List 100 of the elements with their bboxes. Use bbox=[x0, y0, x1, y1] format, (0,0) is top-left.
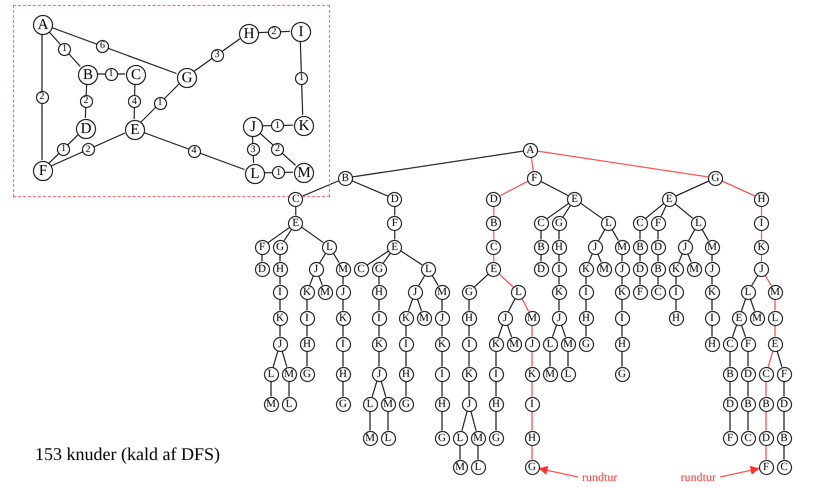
tree-vertex: J bbox=[408, 284, 422, 300]
connector-line bbox=[732, 324, 738, 338]
tree-vertex: H bbox=[578, 310, 594, 326]
tree-vertex: C bbox=[534, 216, 548, 230]
connector-line bbox=[306, 351, 308, 367]
connector-line bbox=[506, 324, 512, 338]
tree-vertex: L bbox=[560, 366, 576, 382]
tree-vertex: M bbox=[416, 310, 432, 326]
tree-vertex: D bbox=[254, 262, 270, 276]
connector-line bbox=[740, 298, 746, 312]
connector-line bbox=[84, 84, 88, 118]
connector-line bbox=[540, 230, 542, 240]
connector-line bbox=[418, 274, 426, 286]
connector-line bbox=[270, 381, 272, 397]
connector-line bbox=[688, 229, 696, 241]
weight-label: 2 bbox=[80, 94, 92, 108]
connector-line bbox=[342, 381, 344, 397]
connector-line bbox=[382, 252, 391, 264]
connector-line bbox=[380, 380, 386, 398]
tree-vertex: L bbox=[601, 216, 616, 230]
graph-vertex: D bbox=[76, 119, 96, 139]
tree-vertex: J bbox=[524, 336, 540, 352]
tree-vertex: J bbox=[552, 310, 566, 326]
tree-vertex: K bbox=[488, 336, 504, 352]
tree-vertex: D bbox=[650, 240, 666, 254]
tree-vertex: H bbox=[488, 396, 504, 412]
tree-vertex: H bbox=[434, 396, 450, 412]
connector-line bbox=[342, 276, 344, 285]
tree-vertex: M bbox=[542, 366, 558, 382]
tree-vertex: M bbox=[318, 284, 332, 300]
tree-vertex: I bbox=[398, 336, 414, 352]
tree-vertex: B bbox=[740, 396, 756, 412]
tree-vertex: H bbox=[614, 336, 630, 352]
weight-label: 1 bbox=[58, 42, 71, 56]
graph-vertex: H bbox=[239, 24, 259, 44]
tree-vertex: C bbox=[722, 336, 738, 352]
connector-line bbox=[761, 254, 762, 262]
connector-line bbox=[774, 325, 776, 337]
tree-vertex: H bbox=[272, 262, 288, 276]
tree-vertex: G bbox=[336, 396, 350, 412]
connector-line bbox=[761, 206, 762, 216]
tree-vertex: M bbox=[750, 310, 764, 326]
tree-vertex: I bbox=[704, 310, 720, 326]
connector-line bbox=[264, 172, 294, 174]
tree-vertex: F bbox=[758, 460, 774, 474]
graph-vertex: A bbox=[33, 15, 53, 35]
connector-line bbox=[352, 150, 524, 178]
graph-vertex: M bbox=[294, 163, 314, 183]
tree-vertex: B bbox=[758, 396, 774, 412]
connector-line bbox=[258, 30, 290, 34]
weight-label: 4 bbox=[128, 95, 141, 108]
connector-line bbox=[750, 298, 756, 312]
tree-vertex: H bbox=[552, 240, 566, 254]
connector-line bbox=[408, 298, 414, 312]
connector-line bbox=[498, 274, 514, 288]
callout-text: rundtur bbox=[582, 471, 618, 483]
tree-vertex: H bbox=[462, 310, 476, 326]
tree-vertex: I bbox=[578, 284, 594, 300]
tree-vertex: I bbox=[462, 336, 476, 352]
connector-line bbox=[702, 229, 709, 241]
tree-vertex: I bbox=[336, 336, 350, 352]
tree-vertex: M bbox=[614, 240, 630, 254]
tree-vertex: M bbox=[768, 284, 782, 300]
tree-vertex: H bbox=[300, 336, 314, 352]
tree-vertex: G bbox=[272, 240, 288, 254]
connector-line bbox=[352, 180, 388, 197]
tree-vertex: M bbox=[282, 366, 296, 382]
tree-vertex: K bbox=[372, 336, 386, 352]
tree-vertex: G bbox=[708, 170, 723, 186]
connector-line bbox=[676, 180, 710, 196]
connector-line bbox=[332, 252, 340, 264]
connector-line bbox=[468, 351, 470, 367]
connector-line bbox=[546, 202, 570, 220]
connector-line bbox=[558, 276, 560, 285]
tree-vertex: C bbox=[288, 192, 304, 206]
connector-line bbox=[461, 410, 468, 432]
tree-vertex: J bbox=[614, 262, 630, 276]
tree-vertex: B bbox=[534, 240, 548, 254]
tree-vertex: D bbox=[486, 192, 502, 206]
tree-vertex: L bbox=[452, 430, 468, 446]
connector-line bbox=[378, 351, 380, 367]
tree-vertex: J bbox=[372, 366, 386, 382]
callout-text: rundtur bbox=[680, 471, 716, 483]
tree-vertex: L bbox=[740, 284, 756, 300]
arrow bbox=[538, 466, 578, 478]
tree-vertex: F bbox=[776, 366, 792, 382]
tree-vertex: M bbox=[596, 262, 612, 276]
tree-vertex: J bbox=[336, 284, 350, 300]
tree-vertex: J bbox=[308, 262, 324, 276]
tree-vertex: L bbox=[691, 216, 706, 230]
tree-vertex: M bbox=[704, 240, 720, 254]
tree-vertex: I bbox=[614, 310, 630, 326]
tree-vertex: E bbox=[486, 262, 502, 276]
tree-vertex: H bbox=[336, 366, 350, 382]
connector-line bbox=[300, 40, 304, 116]
connector-line bbox=[493, 254, 494, 262]
tree-vertex: E bbox=[387, 240, 402, 254]
tree-vertex: M bbox=[686, 262, 702, 276]
tree-vertex: I bbox=[372, 310, 386, 326]
tree-vertex: F bbox=[387, 216, 402, 230]
